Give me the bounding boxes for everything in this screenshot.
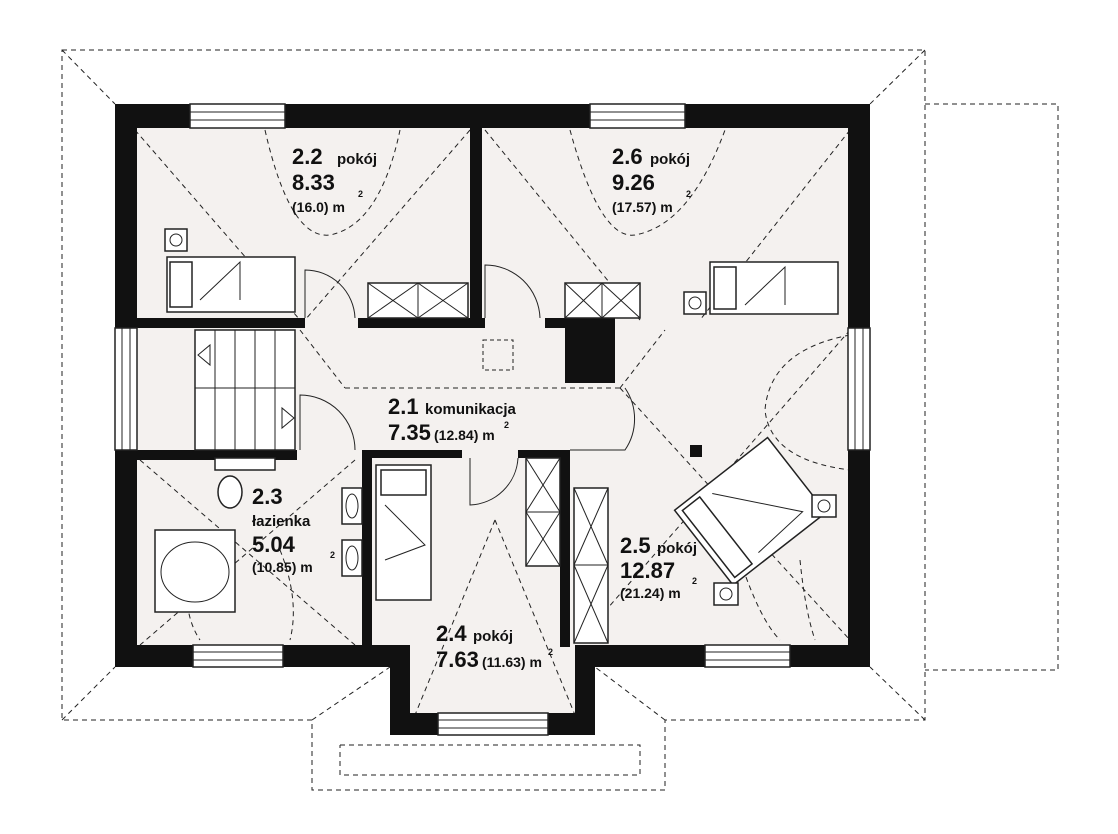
room-label-2-5: 2.5 pokój 12.87 (21.24) m 2 (620, 533, 697, 601)
room-unit-sup: 2 (692, 576, 697, 586)
room-id: 2.4 (436, 621, 467, 646)
room-unit-sup: 2 (686, 189, 691, 199)
room-label-2-3: 2.3 łazienka 5.04 (10.85) m 2 (252, 484, 335, 575)
furniture (154, 228, 839, 613)
room-unit-sup: 2 (548, 647, 553, 657)
room-total: (11.63) m (482, 654, 542, 670)
room-total: (10.85) m (252, 559, 313, 575)
staircase (194, 329, 296, 451)
room-label-2-1: 2.1 komunikacja 7.35 (12.84) m 2 (388, 394, 517, 445)
room-area: 9.26 (612, 170, 655, 195)
room-name: pokój (473, 628, 513, 645)
room-area: 5.04 (252, 532, 296, 557)
roof-outline (61, 49, 1059, 791)
room-name: pokój (657, 540, 697, 557)
room-area: 12.87 (620, 558, 675, 583)
room-label-2-4: 2.4 pokój 7.63 (11.63) m 2 (436, 621, 553, 672)
room-id: 2.1 (388, 394, 419, 419)
room-total: (12.84) m (434, 427, 495, 443)
room-name: łazienka (252, 513, 311, 530)
room-total: (17.57) m (612, 199, 673, 215)
room-unit-sup: 2 (358, 189, 363, 199)
doors (299, 264, 635, 506)
room-id: 2.6 (612, 144, 643, 169)
room-total: (21.24) m (620, 585, 681, 601)
room-id: 2.3 (252, 484, 283, 509)
room-name: pokój (650, 151, 690, 168)
room-area: 8.33 (292, 170, 335, 195)
room-total: (16.0) m (292, 199, 345, 215)
room-label-2-2: 2.2 pokój 8.33 (16.0) m 2 (292, 144, 377, 215)
room-label-2-6: 2.6 pokój 9.26 (17.57) m 2 (612, 144, 691, 215)
windows (114, 103, 871, 736)
room-unit-sup: 2 (330, 550, 335, 560)
room-name: komunikacja (425, 401, 517, 418)
room-name: pokój (337, 151, 377, 168)
room-id: 2.2 (292, 144, 323, 169)
room-unit-sup: 2 (504, 420, 509, 430)
room-area: 7.63 (436, 647, 479, 672)
room-area: 7.35 (388, 420, 431, 445)
room-id: 2.5 (620, 533, 651, 558)
wardrobes (367, 282, 641, 644)
